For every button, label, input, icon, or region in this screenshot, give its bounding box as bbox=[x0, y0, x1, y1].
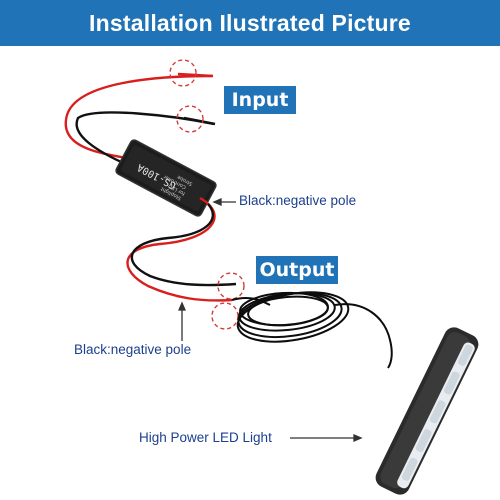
output-marker-1 bbox=[217, 272, 245, 300]
page-title: Installation Ilustrated Picture bbox=[89, 9, 411, 36]
output-marker-2 bbox=[211, 302, 239, 330]
arrow-black-2 bbox=[178, 301, 186, 341]
output-wire-red bbox=[126, 196, 233, 302]
controller-module: GS-100A Strobe Controller for LED Stopli… bbox=[115, 139, 217, 217]
input-wire-black bbox=[75, 111, 215, 168]
input-wire-red bbox=[64, 74, 213, 160]
arrow-black-1 bbox=[212, 198, 236, 206]
led-light-label: High Power LED Light bbox=[139, 430, 272, 445]
input-marker-1 bbox=[169, 59, 197, 87]
output-tag: Output bbox=[256, 256, 338, 284]
black-negative-pole-label-1: Black:negative pole bbox=[239, 193, 357, 208]
installation-figure: GS-100A Strobe Controller for LED Stopli… bbox=[64, 59, 479, 495]
input-marker-2 bbox=[176, 105, 204, 133]
arrow-led bbox=[290, 434, 363, 442]
input-wire-black-end bbox=[183, 116, 216, 126]
output-wire-black bbox=[130, 203, 237, 287]
led-light-bar bbox=[375, 327, 479, 495]
header-bar: Installation Ilustrated Picture bbox=[0, 0, 500, 46]
black-negative-pole-label-2: Black:negative pole bbox=[74, 342, 192, 357]
led-cable-coil bbox=[231, 291, 393, 369]
input-tag: Input bbox=[224, 86, 296, 114]
